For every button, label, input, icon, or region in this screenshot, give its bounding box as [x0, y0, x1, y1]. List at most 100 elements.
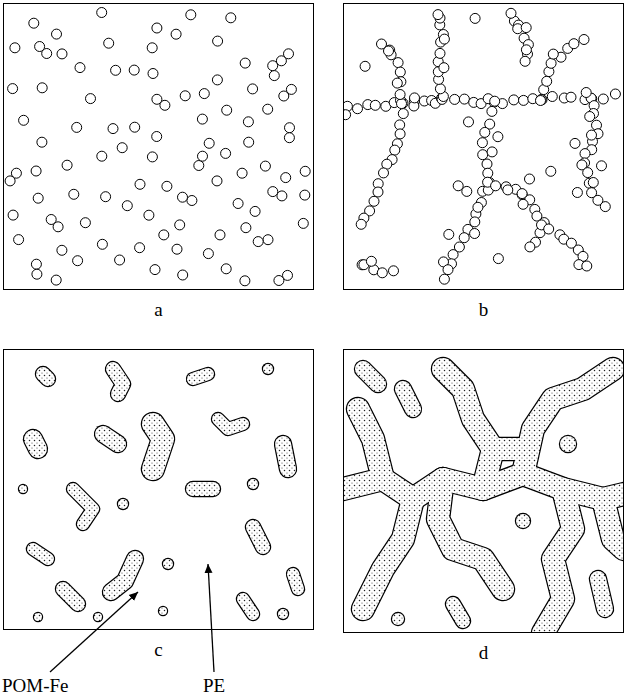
particle: [491, 181, 501, 191]
pom-fe-domain: [113, 369, 123, 394]
particle: [439, 274, 449, 284]
particle: [536, 95, 546, 105]
particle: [276, 56, 286, 66]
particle: [75, 63, 85, 73]
particle: [588, 178, 598, 188]
particle: [473, 202, 483, 212]
particle: [546, 58, 556, 68]
panel-frame: d: [343, 349, 624, 633]
particle: [101, 192, 111, 202]
particle: [150, 265, 160, 275]
pom-fe-domain: [278, 609, 288, 619]
pom-fe-domain: [403, 389, 413, 409]
particle: [503, 185, 513, 195]
particle: [477, 138, 487, 148]
particle: [69, 189, 79, 199]
particle: [572, 188, 582, 198]
particle: [31, 259, 41, 269]
particle: [444, 229, 454, 239]
particle: [579, 35, 589, 45]
pom-fe-domain: [515, 513, 531, 529]
pom-fe-domain: [18, 484, 28, 494]
particle: [506, 8, 516, 18]
particle: [260, 161, 270, 171]
particle: [194, 161, 204, 171]
leader-arrow: [50, 592, 138, 672]
panel-content: [344, 369, 623, 632]
pom-fe-domain: [262, 363, 274, 375]
particle: [459, 233, 469, 243]
pom-fe-domain: [453, 604, 463, 621]
particle: [536, 96, 546, 106]
particle: [178, 192, 188, 202]
particle: [268, 187, 278, 197]
panel-content: [18, 363, 298, 622]
pom-fe-domain: [243, 599, 253, 614]
particle: [598, 94, 608, 104]
particle: [115, 255, 125, 265]
particle: [97, 239, 107, 249]
pom-fe-domain: [193, 482, 213, 496]
pom-fe-domain: [598, 579, 605, 609]
particle: [37, 137, 47, 147]
particle: [493, 254, 503, 264]
panel-letter: b: [344, 300, 623, 319]
particle: [395, 90, 405, 100]
pom-fe-domain: [158, 606, 168, 616]
particle: [152, 132, 162, 142]
particle: [487, 106, 497, 116]
particle: [410, 93, 420, 103]
pom-fe-domain: [34, 613, 42, 621]
particle: [470, 229, 480, 239]
particle: [130, 122, 140, 132]
particle: [570, 138, 580, 148]
phase-label: POM-Fe: [2, 676, 69, 695]
pom-fe-domain: [113, 369, 123, 394]
particle: [395, 67, 405, 77]
particle: [135, 179, 145, 189]
particle: [37, 83, 47, 93]
particle: [241, 223, 251, 233]
pom-fe-domain: [277, 608, 289, 620]
particle: [111, 65, 121, 75]
particle: [366, 256, 376, 266]
pom-fe-domain: [523, 369, 613, 474]
particle: [148, 69, 158, 79]
pom-fe-domain: [19, 485, 27, 493]
pom-fe-domain: [603, 499, 623, 549]
particle: [480, 127, 490, 137]
particle: [360, 61, 370, 71]
pom-fe-domain: [93, 612, 103, 622]
pom-fe-domain: [43, 374, 48, 379]
pom-fe-domain: [63, 589, 78, 604]
pom-fe-domain: [293, 574, 298, 589]
panel-letter: a: [4, 300, 313, 319]
particle: [487, 147, 497, 157]
panel-letter: d: [344, 643, 623, 662]
particle: [10, 43, 20, 53]
particle: [489, 97, 499, 107]
pom-fe-domain: [218, 419, 243, 429]
pom-fe-domain: [293, 574, 298, 589]
particle: [369, 196, 379, 206]
particle: [233, 199, 243, 209]
particle: [180, 91, 190, 101]
pom-fe-domain: [523, 369, 613, 474]
particle: [464, 117, 474, 127]
particle: [353, 104, 363, 114]
particle: [395, 129, 405, 139]
pom-fe-domain: [247, 478, 259, 490]
particle: [610, 89, 620, 99]
particle: [14, 235, 24, 245]
particle: [152, 23, 162, 33]
particle: [470, 13, 480, 23]
particle: [253, 237, 263, 247]
particle: [585, 112, 595, 122]
particle: [147, 43, 157, 53]
pom-fe-domain: [153, 424, 163, 469]
pom-fe-domain: [162, 558, 174, 570]
particle: [160, 100, 170, 110]
particle: [226, 13, 236, 23]
particle: [277, 191, 287, 201]
particle: [212, 75, 222, 85]
